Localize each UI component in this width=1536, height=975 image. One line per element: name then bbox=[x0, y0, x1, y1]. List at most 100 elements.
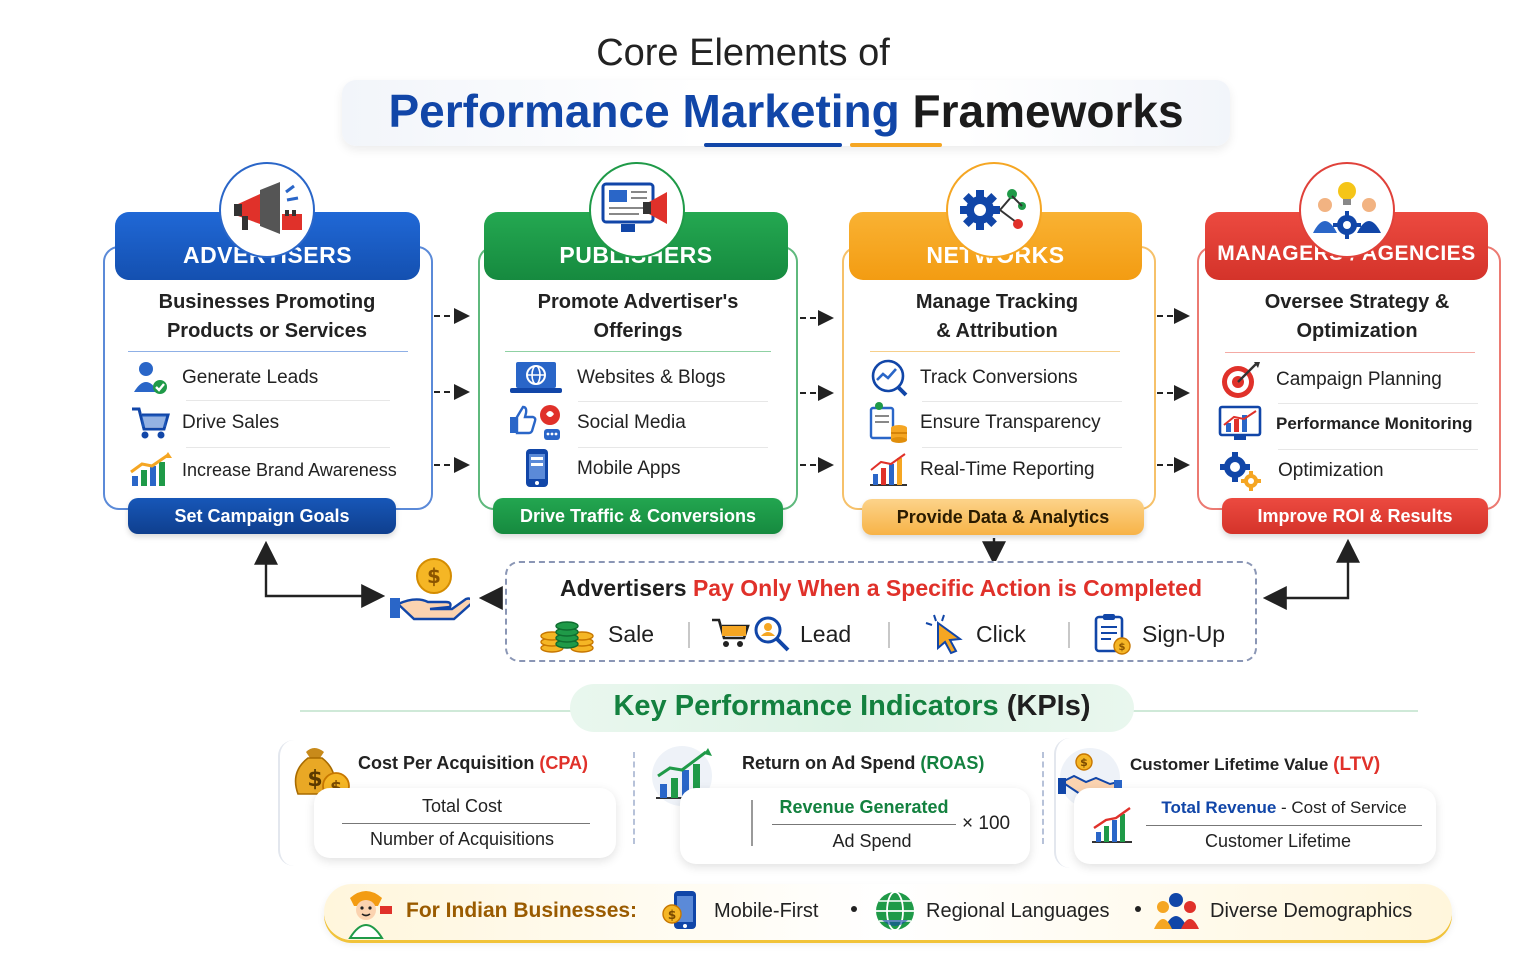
panel-rule bbox=[1225, 352, 1475, 353]
monitor-chart-icon bbox=[1218, 405, 1262, 442]
formula-denominator: Ad Spend bbox=[832, 831, 912, 851]
formula-cost-of-service: - Cost of Service bbox=[1276, 798, 1407, 817]
kpi-acronym: (CPA) bbox=[539, 753, 589, 773]
subtitle-line: Businesses Promoting bbox=[158, 291, 376, 313]
kpi-heading-main: Key Performance Indicators bbox=[613, 690, 999, 722]
cursor-click-icon bbox=[924, 613, 966, 655]
formula-bracket bbox=[751, 800, 753, 846]
kpi-heading: Key Performance Indicators (KPIs) bbox=[570, 690, 1134, 723]
panel-rule bbox=[870, 351, 1120, 352]
india-item-label: Mobile-First bbox=[714, 899, 819, 922]
formula-total-revenue: Total Revenue bbox=[1161, 798, 1277, 817]
title-banner bbox=[342, 80, 1230, 146]
globe-icon bbox=[874, 890, 916, 932]
megaphone-icon bbox=[219, 162, 315, 258]
pill-provide-data: Provide Data & Analytics bbox=[862, 499, 1144, 535]
title-underline-blue bbox=[704, 143, 842, 147]
kpi-separator bbox=[633, 752, 635, 844]
kpi-title-roas: Return on Ad Spend (ROAS) bbox=[742, 753, 984, 774]
kpi-card-cpa bbox=[278, 740, 618, 866]
page-title: Performance Marketing Frameworks bbox=[342, 84, 1230, 138]
monitor-megaphone-icon bbox=[589, 162, 685, 258]
svg-text:$: $ bbox=[1119, 642, 1126, 653]
user-check-icon bbox=[128, 360, 172, 396]
subtitle-line: Optimization bbox=[1296, 320, 1418, 342]
item-label: Mobile Apps bbox=[577, 458, 681, 479]
item-label: Drive Sales bbox=[182, 412, 280, 433]
list-item: Generate Leads bbox=[128, 360, 318, 396]
transparency-report-icon bbox=[866, 402, 910, 443]
growth-chart-icon bbox=[128, 452, 172, 488]
title-word-marketing: Marketing bbox=[682, 85, 900, 137]
title-underline-orange bbox=[850, 143, 942, 147]
action-divider bbox=[888, 622, 890, 648]
formula-numerator: Revenue Generated bbox=[779, 797, 949, 817]
action-head-advertisers: Advertisers bbox=[559, 575, 687, 601]
list-item: Social Media bbox=[505, 405, 686, 441]
hand-coin-icon: $ bbox=[388, 556, 474, 626]
gear-network-icon bbox=[946, 162, 1042, 258]
coins-stack-icon bbox=[538, 614, 598, 654]
india-diverse-demographics: Diverse Demographics bbox=[1154, 893, 1412, 929]
action-label: Sale bbox=[608, 620, 655, 647]
kpi-acronym: (ROAS) bbox=[920, 753, 985, 773]
panel-advertisers bbox=[103, 246, 433, 510]
list-item: Performance Monitoring bbox=[1218, 405, 1472, 442]
kpi-separator bbox=[1042, 752, 1044, 844]
panel-rule bbox=[505, 351, 771, 352]
formula-numerator: Total Revenue - Cost of Service bbox=[1148, 798, 1420, 818]
india-title-text: For Indian Businesses: bbox=[406, 899, 638, 922]
action-label: Sign-Up bbox=[1142, 620, 1226, 647]
formula-denominator: Customer Lifetime bbox=[1204, 831, 1352, 851]
subtitle-publishers: Promote Advertiser's Offerings bbox=[478, 288, 798, 346]
item-label: Generate Leads bbox=[182, 367, 319, 388]
people-group-icon bbox=[1154, 891, 1200, 931]
item-label: Increase Brand Awareness bbox=[182, 459, 397, 480]
subtitle-line: Manage Tracking bbox=[915, 291, 1079, 313]
india-item-label: Diverse Demographics bbox=[1210, 899, 1413, 922]
kpi-header-bg bbox=[570, 684, 1134, 732]
item-divider bbox=[922, 401, 1122, 402]
india-title: For Indian Businesses: bbox=[406, 893, 637, 929]
svg-text:$: $ bbox=[668, 908, 676, 922]
kpi-acronym: (LTV) bbox=[1333, 754, 1381, 775]
subtitle-line: Oversee Strategy & bbox=[1264, 291, 1450, 313]
panel-rule bbox=[128, 351, 408, 352]
pill-set-campaign-goals: Set Campaign Goals bbox=[128, 498, 396, 534]
item-label: Social Media bbox=[577, 412, 686, 433]
action-label: Click bbox=[976, 620, 1026, 647]
pill-drive-traffic: Drive Traffic & Conversions bbox=[493, 498, 783, 534]
svg-text:$: $ bbox=[307, 767, 322, 792]
item-label: Ensure Transparency bbox=[920, 412, 1101, 433]
svg-text:$: $ bbox=[427, 564, 441, 588]
item-divider bbox=[578, 447, 768, 448]
item-divider bbox=[1278, 449, 1478, 450]
action-lead: Lead bbox=[710, 612, 851, 656]
subtitle-line: Offerings bbox=[593, 320, 683, 342]
ltv-growth-chart-icon bbox=[1090, 806, 1134, 850]
item-divider bbox=[578, 401, 768, 402]
action-divider bbox=[688, 622, 690, 648]
fraction-line bbox=[772, 824, 956, 825]
item-label: Websites & Blogs bbox=[577, 367, 726, 388]
laptop-globe-icon bbox=[505, 360, 567, 396]
item-divider bbox=[1278, 403, 1478, 404]
subtitle-line: & Attribution bbox=[936, 320, 1058, 342]
subtitle-advertisers: Businesses Promoting Products or Service… bbox=[108, 288, 426, 346]
kpi-title-text: Customer Lifetime Value bbox=[1130, 755, 1329, 774]
action-label: Lead bbox=[800, 620, 852, 647]
kpi-title-text: Return on Ad Spend bbox=[742, 753, 916, 773]
india-mobile-first: $ Mobile-First bbox=[662, 891, 819, 929]
india-mascot-icon bbox=[336, 884, 396, 940]
kpi-title-cpa: Cost Per Acquisition (CPA) bbox=[358, 753, 588, 774]
kpi-card-ltv bbox=[1054, 738, 1430, 868]
action-box bbox=[505, 561, 1257, 662]
item-divider bbox=[922, 447, 1122, 448]
list-item: Drive Sales bbox=[128, 405, 279, 441]
bullet-dot bbox=[1135, 906, 1141, 912]
formula-roas bbox=[680, 788, 1030, 864]
social-like-icon bbox=[505, 405, 567, 441]
svg-text:$: $ bbox=[1080, 756, 1088, 769]
action-headline: Advertisers Pay Only When a Specific Act… bbox=[505, 575, 1257, 602]
item-label: Optimization bbox=[1278, 460, 1384, 481]
